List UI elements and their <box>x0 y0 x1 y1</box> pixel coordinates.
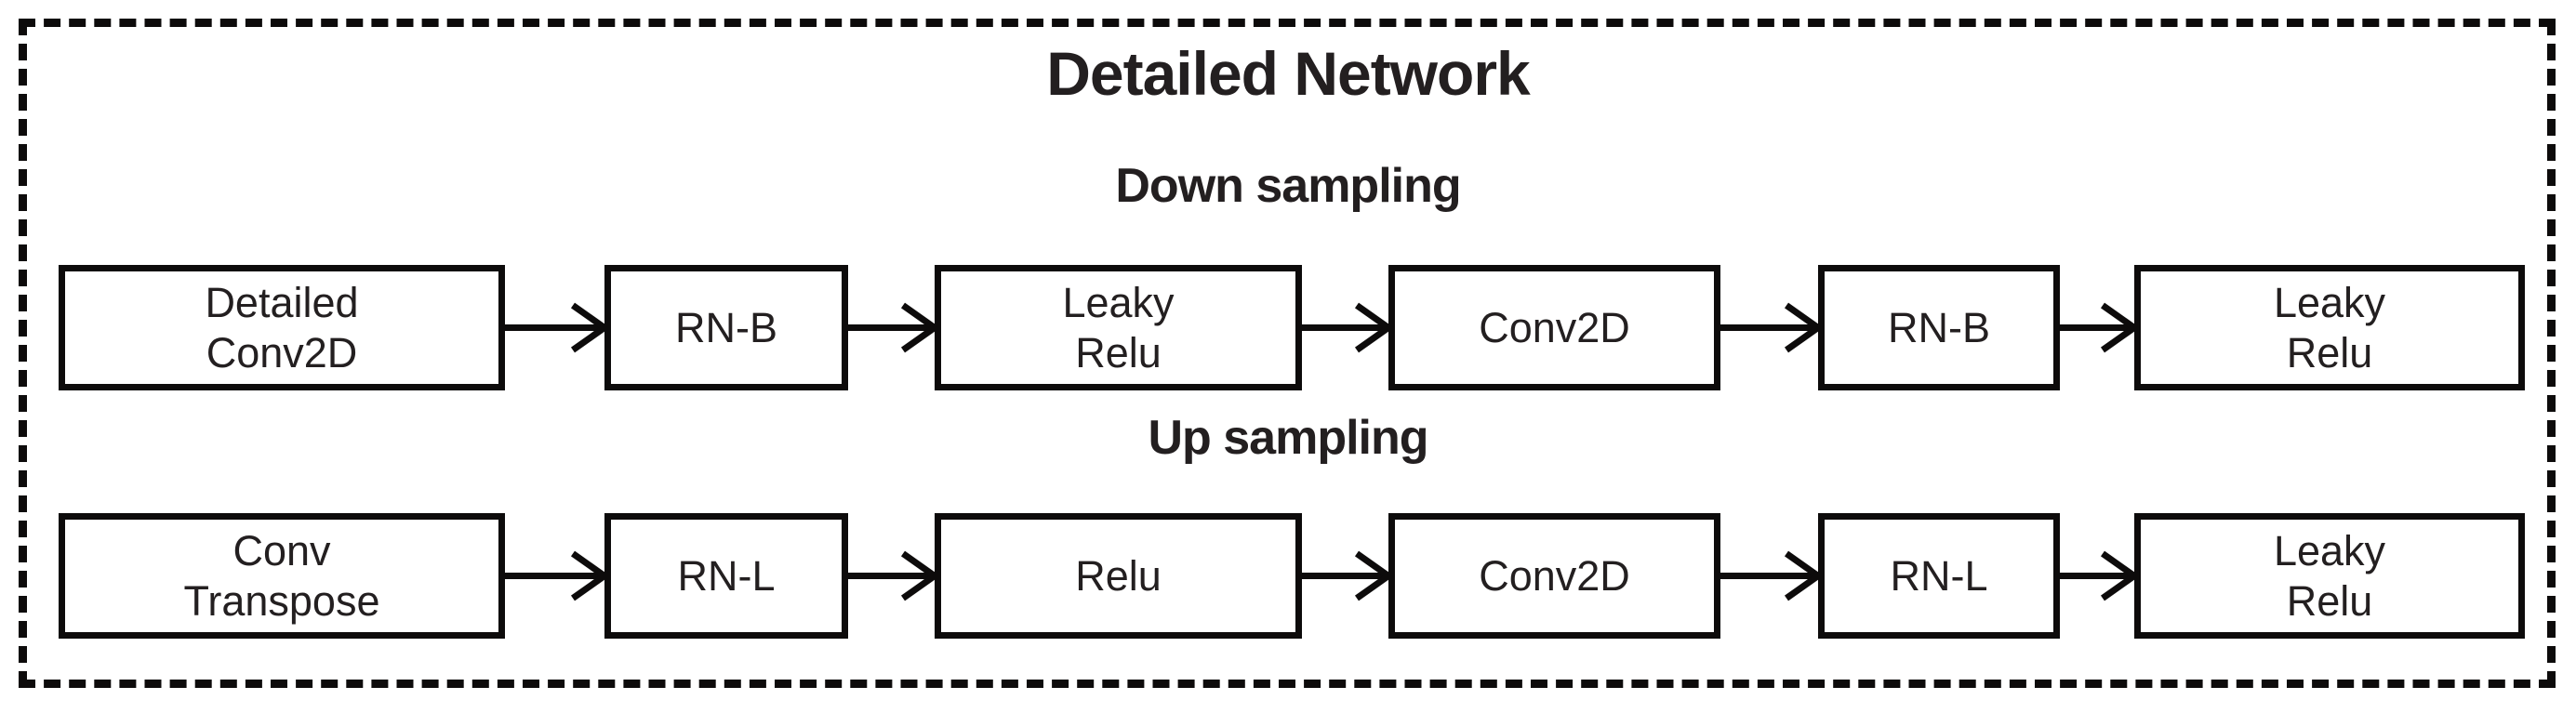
up-sampling-section-label: Up sampling <box>1148 411 1428 465</box>
block-up-sampling-leaky-relu[interactable]: Leaky Relu <box>2134 513 2525 639</box>
block-label: RN-L <box>1890 551 1988 600</box>
block-label: Leaky Relu <box>2273 278 2386 376</box>
arrow-connector <box>1720 513 1818 639</box>
arrow-connector <box>505 513 604 639</box>
block-down-sampling-leaky-relu[interactable]: Leaky Relu <box>935 265 1302 390</box>
arrow-connector <box>2060 265 2134 390</box>
block-label: Conv2D <box>1479 303 1630 351</box>
block-label: Relu <box>1075 551 1162 600</box>
block-down-sampling-leaky-relu[interactable]: Leaky Relu <box>2134 265 2525 390</box>
block-label: Leaky Relu <box>1062 278 1175 376</box>
arrow-connector <box>1302 513 1388 639</box>
down-sampling-section-label: Down sampling <box>1115 159 1461 213</box>
block-up-sampling-rn-l[interactable]: RN-L <box>604 513 848 639</box>
page-title: Detailed Network <box>1046 39 1530 108</box>
block-up-sampling-conv-transpose[interactable]: Conv Transpose <box>59 513 505 639</box>
block-label: Conv2D <box>1479 551 1630 600</box>
dashed-outer-frame <box>19 19 2556 688</box>
block-up-sampling-relu[interactable]: Relu <box>935 513 1302 639</box>
up-sampling-pipeline-row: Conv Transpose RN-L Relu Conv2D RN-L Leaky Re… <box>0 513 2576 639</box>
block-label: RN-B <box>1888 303 1990 351</box>
block-down-sampling-rn-b[interactable]: RN-B <box>1818 265 2060 390</box>
arrow-connector <box>1302 265 1388 390</box>
arrow-connector <box>1720 265 1818 390</box>
arrow-connector <box>505 265 604 390</box>
block-label: RN-L <box>677 551 776 600</box>
arrow-connector <box>848 265 935 390</box>
block-label: RN-B <box>675 303 777 351</box>
block-label: Leaky Relu <box>2273 526 2386 625</box>
block-label: Detailed Conv2D <box>205 278 359 376</box>
down-sampling-pipeline-row: Detailed Conv2D RN-B Leaky Relu Conv2D RN-B L… <box>0 265 2576 390</box>
block-up-sampling-rn-l[interactable]: RN-L <box>1818 513 2060 639</box>
arrow-connector <box>2060 513 2134 639</box>
block-down-sampling-detailed-conv2d[interactable]: Detailed Conv2D <box>59 265 505 390</box>
block-down-sampling-conv2d[interactable]: Conv2D <box>1388 265 1720 390</box>
block-up-sampling-conv2d[interactable]: Conv2D <box>1388 513 1720 639</box>
arrow-connector <box>848 513 935 639</box>
block-label: Conv Transpose <box>183 526 380 625</box>
block-down-sampling-rn-b[interactable]: RN-B <box>604 265 848 390</box>
